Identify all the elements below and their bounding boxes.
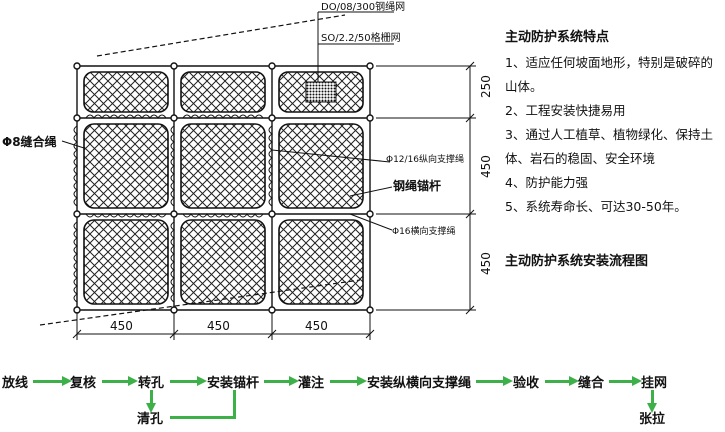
arrow-2 [102, 376, 138, 386]
step-setout: 放线 [2, 376, 29, 391]
dimension-lines-right [376, 61, 476, 315]
label-wire-rope-net: DO/08/300钢绳网 [321, 0, 405, 13]
leader-lines [61, 11, 394, 231]
step-drill: 转孔 [138, 376, 165, 391]
step-install-anchor: 安装锚杆 [207, 376, 260, 391]
top-dashed-line [96, 14, 346, 57]
label-anchor: 钢绳锚杆 [393, 178, 441, 193]
step-hang-net: 挂网 [641, 376, 668, 391]
features-title: 主动防护系统特点 [505, 30, 610, 45]
process-title: 主动防护系统安装流程图 [505, 254, 649, 269]
return-line-h [170, 416, 236, 419]
arrow-1 [33, 376, 72, 386]
arrow-6 [476, 376, 513, 386]
arrow-5 [330, 376, 367, 386]
feature-item-4: 4、防护能力强 [505, 175, 588, 190]
label-stitch-rope: Φ8缝合绳 [2, 134, 57, 149]
net-panels [83, 71, 364, 305]
label-horizontal-rope: Φ16横向支撑绳 [392, 225, 456, 237]
feature-item-2: 2、工程安装快捷易用 [505, 103, 626, 118]
step-inspection: 验收 [513, 376, 540, 391]
feature-item-5: 5、系统寿命长、可达30-50年。 [505, 199, 687, 214]
arrow-4 [264, 376, 299, 386]
return-line-v [233, 390, 236, 418]
step-grouting: 灌注 [298, 376, 325, 391]
features-panel: 主动防护系统特点 1、适应任何坡面地形，特别是破碎的山体。 2、工程安装快捷易用… [505, 26, 723, 219]
label-grid-net: SO/2.2/50格栅网 [321, 31, 401, 44]
step-install-ropes: 安装纵横向支撑绳 [367, 376, 472, 391]
dimension-lines-bottom [72, 312, 375, 340]
dim-width-1: 450 [110, 319, 133, 333]
step-stitching: 缝合 [578, 376, 605, 391]
feature-item-3: 3、通过人工植草、植物绿化、保持土体、岩石的稳固、安全环境 [505, 127, 713, 166]
process-flow: 放线 复核 转孔 安装锚杆 灌注 安装纵横向支撑绳 验收 缝合 挂网 清孔 张拉 [0, 360, 725, 432]
feature-item-1: 1、适应任何坡面地形，特别是破碎的山体。 [505, 55, 713, 94]
arrow-down-clean [146, 390, 156, 413]
net-layout-diagram: DO/08/300钢绳网 SO/2.2/50格栅网 Φ8缝合绳 Φ12/16纵向… [2, 0, 493, 340]
anchor-nodes [73, 62, 374, 314]
arrow-8 [609, 376, 642, 386]
dim-top: 250 [479, 75, 493, 98]
arrow-7 [545, 376, 579, 386]
dim-bottom: 450 [479, 252, 493, 275]
arrow-3 [170, 376, 207, 386]
step-tension: 张拉 [639, 412, 666, 427]
stitching-loops [73, 114, 273, 303]
step-clean-hole: 清孔 [137, 412, 164, 427]
dim-width-3: 450 [305, 319, 328, 333]
label-vertical-rope: Φ12/16纵向支撑绳 [386, 153, 464, 165]
step-recheck: 复核 [70, 376, 97, 391]
arrow-down-tension [647, 390, 657, 413]
dim-width-2: 450 [207, 319, 230, 333]
dim-mid: 450 [479, 155, 493, 178]
